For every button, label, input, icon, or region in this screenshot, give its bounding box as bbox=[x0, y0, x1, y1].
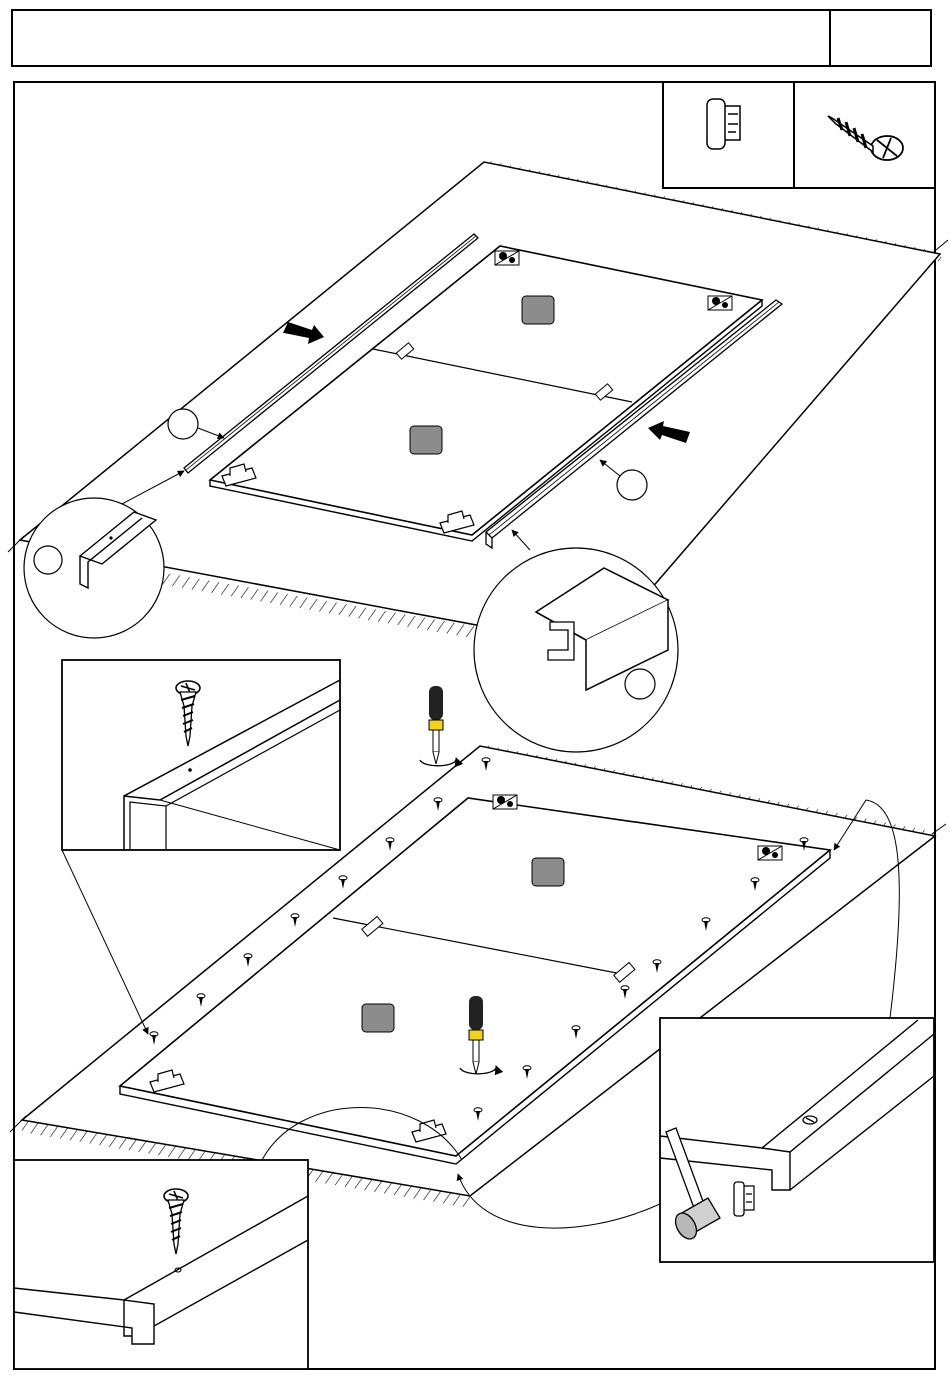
panel-label-box-top-upper bbox=[522, 296, 554, 324]
detail-hammer-clip bbox=[660, 1018, 934, 1262]
screwdriver-icon bbox=[420, 686, 456, 766]
detail-screw-edge bbox=[14, 1160, 308, 1369]
panel-label-box-bottom-upper bbox=[532, 858, 564, 886]
panel-label-box-top-lower bbox=[410, 426, 442, 454]
detail-screw-rail bbox=[62, 660, 340, 850]
panel-label-box-bottom-lower bbox=[362, 1004, 394, 1032]
parts-box bbox=[663, 82, 935, 188]
